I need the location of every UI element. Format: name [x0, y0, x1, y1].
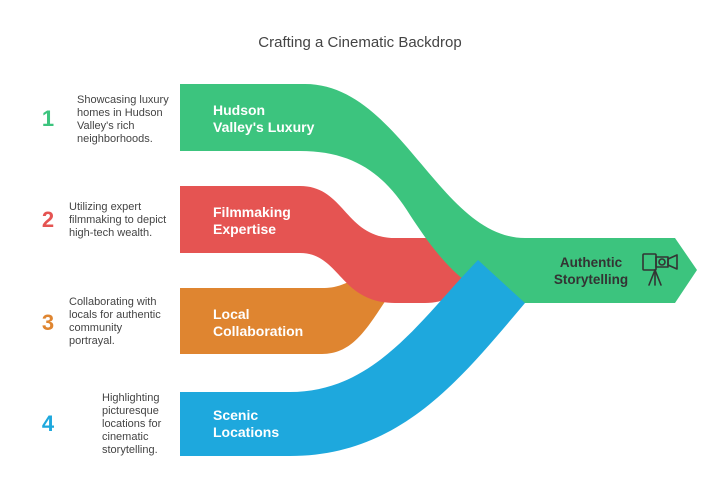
- step-number-2: 2: [41, 207, 55, 232]
- diagram-title: Crafting a Cinematic Backdrop: [258, 34, 462, 51]
- band-filmmaking-expertise: [180, 186, 470, 303]
- step-number-3: 3: [41, 310, 55, 335]
- film-camera-icon: [642, 253, 678, 286]
- step-number-1: 1: [41, 106, 55, 131]
- step-number-4: 4: [41, 411, 55, 436]
- band-local-collaboration: [180, 272, 386, 354]
- band-scenic-locations: [180, 260, 525, 456]
- band-hudson-valley-luxury: [180, 84, 697, 303]
